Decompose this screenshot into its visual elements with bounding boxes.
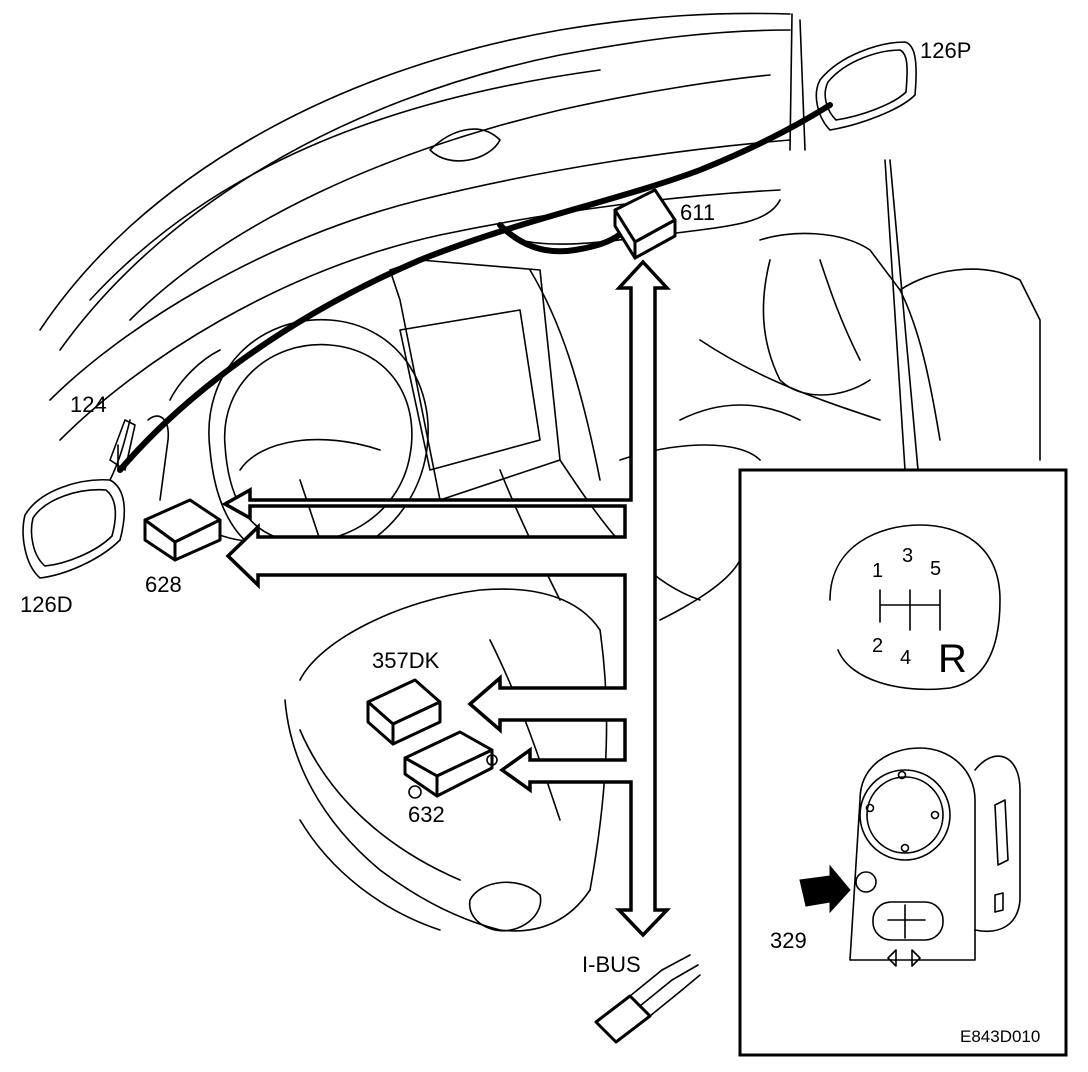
module-628 [143, 498, 222, 562]
gear-2: 2 [872, 635, 883, 657]
driver-seat [284, 588, 608, 932]
label-329: 329 [770, 928, 807, 953]
module-632 [403, 730, 498, 799]
mirror-126d [22, 419, 131, 579]
module-357dk [366, 678, 442, 746]
label-126p: 126P [920, 38, 971, 63]
label-611: 611 [680, 200, 715, 225]
label-357dk: 357DK [372, 648, 440, 673]
ibus-connector [594, 954, 701, 1044]
mirror-switch-329 [799, 747, 1021, 967]
windshield-outline [39, 12, 806, 351]
ibus-bus-arrows [221, 259, 672, 938]
label-628: 628 [145, 572, 182, 597]
label-ibus: I-BUS [582, 952, 641, 977]
inset-leader-lines [884, 159, 919, 471]
label-124: 124 [70, 392, 107, 417]
passenger-seat [619, 232, 1041, 621]
inset-panel: 1 3 5 2 4 R 329 E843D010 [738, 468, 1068, 1057]
label-632: 632 [408, 802, 445, 827]
gear-1: 1 [872, 560, 883, 582]
label-126d: 126D [20, 592, 73, 617]
gear-5: 5 [930, 558, 941, 580]
switch-124 [109, 415, 170, 501]
mirror-126p [815, 41, 917, 131]
wiring-harness [117, 102, 833, 473]
gear-r: R [938, 637, 967, 681]
gear-4: 4 [900, 647, 911, 669]
figure-code: E843D010 [960, 1027, 1040, 1046]
gear-knob: 1 3 5 2 4 R [829, 524, 1001, 691]
module-611 [613, 188, 677, 260]
gear-3: 3 [902, 545, 913, 567]
